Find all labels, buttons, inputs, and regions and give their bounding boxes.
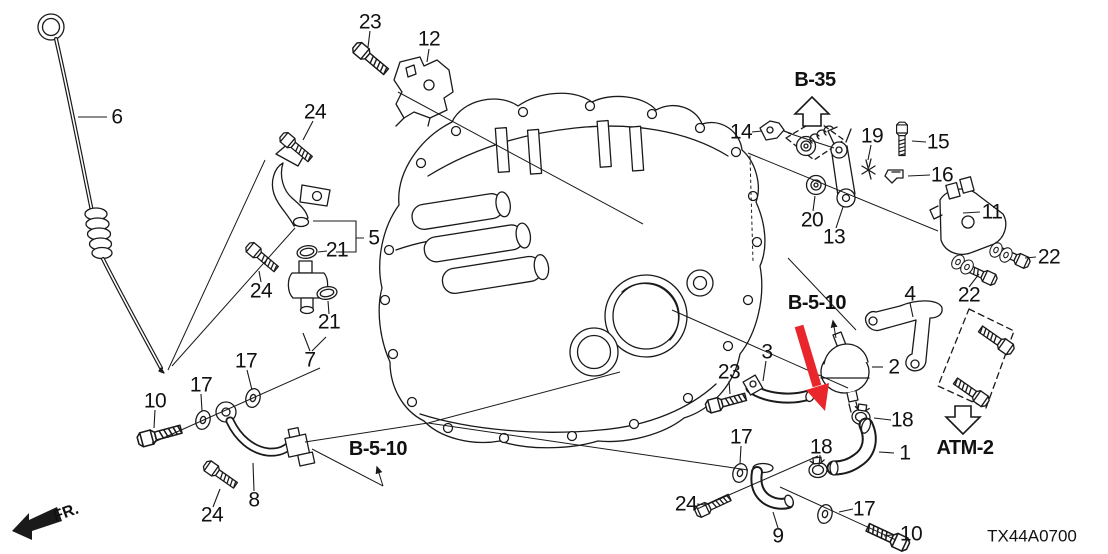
part-callout: 10 bbox=[900, 523, 922, 546]
part-callout: 17 bbox=[730, 426, 752, 449]
part-callout: 22 bbox=[1038, 246, 1060, 269]
part-callout: 21 bbox=[318, 311, 340, 334]
part-callout: 17 bbox=[190, 374, 212, 397]
part-callout: 24 bbox=[304, 101, 327, 124]
part-callout: 18 bbox=[810, 436, 832, 459]
part-callout: 8 bbox=[248, 489, 259, 512]
part-hose-1 bbox=[826, 417, 877, 476]
leader-lines bbox=[78, 30, 1037, 541]
part-callout: 17 bbox=[853, 498, 875, 521]
part-callout: 24 bbox=[201, 504, 224, 527]
ref-atm2-label: ATM-2 bbox=[936, 437, 993, 459]
part-callout: 7 bbox=[304, 349, 315, 372]
part-callout: 15 bbox=[927, 131, 949, 154]
b35-direction-arrow-icon bbox=[793, 95, 831, 127]
front-arrow-icon bbox=[12, 507, 62, 540]
part-callout: 14 bbox=[730, 121, 753, 144]
part-bracket-12 bbox=[393, 56, 454, 127]
part-callout: 23 bbox=[359, 11, 381, 34]
part-callout: 11 bbox=[982, 201, 1003, 224]
part-callout: 1 bbox=[899, 442, 910, 465]
part-callout: 19 bbox=[861, 125, 883, 148]
part-callout: 6 bbox=[111, 106, 122, 129]
part-callouts: 23 12 24 6 5 21 24 21 7 17 17 10 8 24 14… bbox=[111, 11, 1060, 548]
part-sensor-14 bbox=[759, 120, 793, 141]
part-modulator-2 bbox=[820, 331, 870, 413]
part-clip-19 bbox=[861, 158, 876, 180]
front-direction-indicator: FR. bbox=[12, 501, 81, 540]
front-label: FR. bbox=[51, 501, 81, 526]
part-callout: 22 bbox=[958, 284, 980, 307]
part-clamp-16 bbox=[884, 169, 904, 184]
part-callout: 20 bbox=[801, 209, 823, 232]
part-callout: 5 bbox=[368, 227, 379, 250]
diagram-code: TX44A0700 bbox=[987, 527, 1077, 546]
part-housing-7 bbox=[287, 260, 329, 315]
part-callout: 21 bbox=[326, 239, 348, 262]
part-callout: 24 bbox=[250, 280, 273, 303]
part-callout: 4 bbox=[904, 283, 916, 306]
part-callout: 12 bbox=[418, 28, 440, 51]
atm2-bolts-box bbox=[937, 308, 1017, 410]
part-link-13 bbox=[827, 126, 856, 208]
ref-b510-left-label: B-5-10 bbox=[349, 438, 408, 460]
part-callout: 18 bbox=[891, 409, 913, 432]
part-callout: 10 bbox=[144, 390, 166, 413]
part-joint-pipe-5 bbox=[271, 141, 331, 228]
part-dipstick-6 bbox=[37, 13, 165, 374]
part-callout: 9 bbox=[772, 525, 783, 548]
atm2-direction-arrow-icon bbox=[944, 405, 982, 436]
part-callout: 24 bbox=[675, 493, 698, 516]
part-callout: 3 bbox=[761, 341, 772, 364]
part-position-sensor-11 bbox=[929, 176, 1007, 255]
part-clamp-18b bbox=[807, 456, 829, 479]
part-bracket-4 bbox=[864, 300, 943, 372]
part-callout: 16 bbox=[931, 164, 953, 187]
part-callout: 2 bbox=[888, 356, 899, 379]
reference-labels: B-35 B-5-10 B-5-10 ATM-2 bbox=[349, 69, 995, 460]
transmission-assembly-art bbox=[378, 92, 766, 449]
part-callout: 23 bbox=[718, 361, 740, 384]
part-pipe-8 bbox=[215, 401, 316, 467]
part-callout: 13 bbox=[823, 226, 845, 249]
ref-b510-right-label: B-5-10 bbox=[788, 292, 847, 314]
ref-b35-label: B-35 bbox=[794, 69, 836, 91]
part-callout: 17 bbox=[235, 350, 257, 373]
part-elbow-9 bbox=[750, 462, 794, 510]
red-highlight-arrow bbox=[794, 324, 829, 411]
part-stay-3 bbox=[742, 374, 815, 404]
part-bolt-15 bbox=[896, 121, 908, 157]
